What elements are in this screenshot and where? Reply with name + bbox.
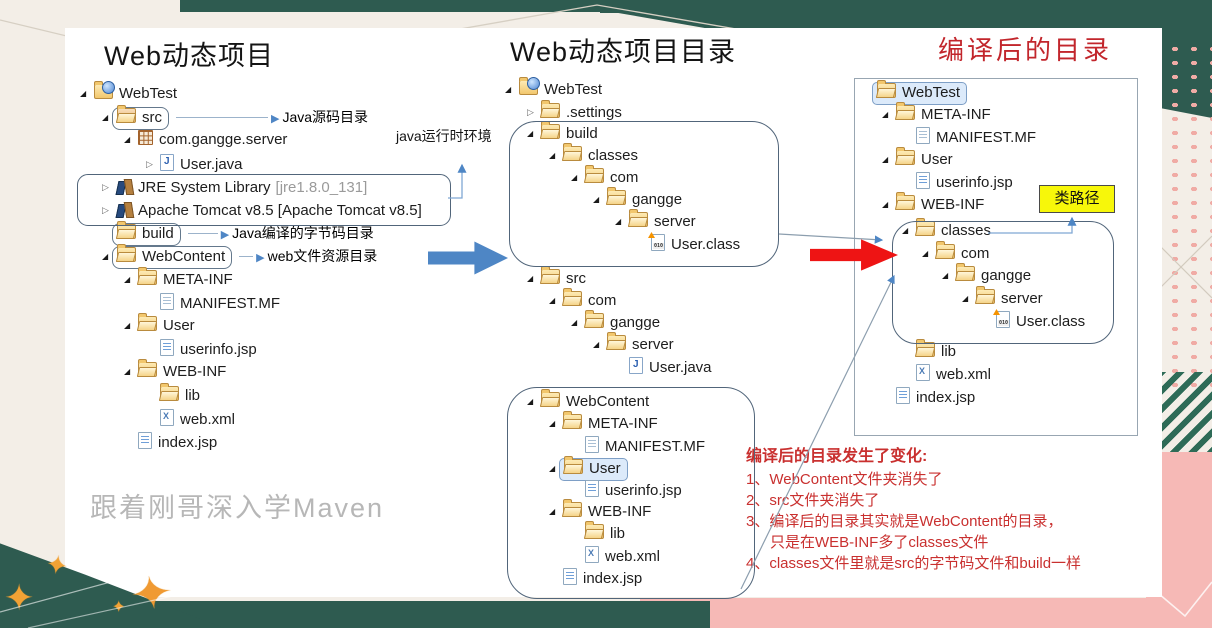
sparkle-icon: ✦ [112, 599, 126, 616]
jre-tomcat-group-box [77, 174, 451, 226]
slide-content-panel [65, 28, 1162, 597]
sparkle-icon: ✦ [43, 548, 71, 582]
classpath-label: 类路径 [1039, 185, 1115, 213]
sparkle-icon: ✦ [126, 567, 178, 621]
build-group-box [509, 121, 779, 267]
decor-pink-bottom-strip [640, 598, 1212, 628]
sparkle-icon: ✦ [4, 577, 35, 618]
webcontent-group-box [507, 387, 755, 599]
classes-group-box [892, 221, 1114, 344]
decor-teal-top-strip [180, 0, 700, 12]
